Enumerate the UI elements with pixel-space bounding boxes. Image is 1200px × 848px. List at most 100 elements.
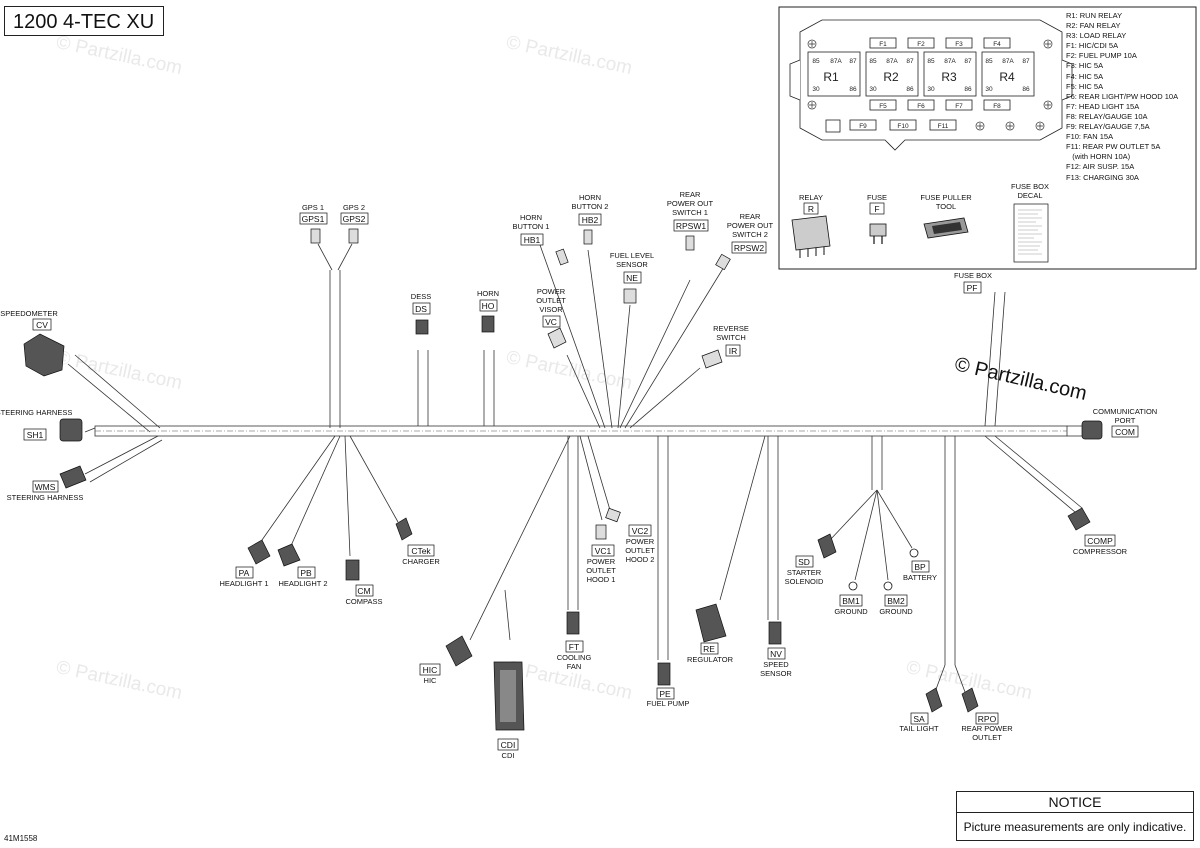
svg-text:OUTLET: OUTLET [586,566,616,575]
fuse-legend-item: F7: HEAD LIGHT 15A [1066,101,1140,111]
connector-hic[interactable]: HIC HIC [419,635,473,685]
fuse-row-bottom: F9 F10 F11 [825,119,957,133]
connector-horn-button-2[interactable]: HORN BUTTON 2 HB2 [572,193,609,245]
connector-rear-power-outlet[interactable]: RPO REAR POWER OUTLET [961,687,1013,742]
connector-compressor[interactable]: COMP COMPRESSOR [1067,507,1128,556]
connector-cdi[interactable]: CDI CDI [493,661,525,760]
connector-horn[interactable]: HORN HO [477,289,499,333]
fuse-legend-item: (with HORN 10A) [1066,152,1131,162]
connector-ground-bm1[interactable]: BM1 GROUND [834,581,868,616]
connector-charger[interactable]: CTek CHARGER [395,517,440,566]
svg-text:R1: R1 [823,70,839,84]
svg-text:PF: PF [967,283,978,293]
svg-text:87: 87 [1022,58,1030,65]
svg-text:TAIL LIGHT: TAIL LIGHT [899,724,939,733]
connector-regulator[interactable]: RE REGULATOR [687,603,734,664]
connector-fuse-box[interactable]: FUSE BOX PF [954,271,992,294]
svg-text:STARTER: STARTER [787,568,822,577]
connector-ground-bm2[interactable]: BM2 GROUND [879,581,913,616]
fuse-legend-item: F12: AIR SUSP. 15A [1066,162,1135,172]
svg-text:FAN: FAN [567,662,582,671]
connector-tail-light[interactable]: SA TAIL LIGHT [899,687,943,733]
connector-headlight-1[interactable]: PA HEADLIGHT 1 [219,539,271,588]
svg-text:86: 86 [849,86,857,93]
connector-steering-harness-sh1[interactable]: STEERING HARNESS SH1 [0,408,83,442]
svg-text:REAR: REAR [680,190,701,199]
svg-text:GROUND: GROUND [834,607,868,616]
svg-text:F8: F8 [993,103,1001,110]
relay-r4: 85 87A 87 R4 30 86 [981,51,1035,97]
svg-text:STEERING HARNESS: STEERING HARNESS [0,408,72,417]
connector-horn-button-1[interactable]: HORN BUTTON 1 HB1 [513,213,569,266]
connector-headlight-2[interactable]: PB HEADLIGHT 2 [277,543,328,588]
svg-text:85: 85 [869,58,877,65]
svg-text:FUSE PULLER: FUSE PULLER [920,193,972,202]
connector-fuel-level-sensor[interactable]: FUEL LEVEL SENSOR NE [610,251,654,304]
fuse-legend-item: F3: HIC 5A [1066,61,1104,71]
connector-fuel-pump[interactable]: PE FUEL PUMP [647,662,690,708]
svg-text:SWITCH 1: SWITCH 1 [672,208,708,217]
svg-text:F7: F7 [955,103,963,110]
connector-speed-sensor[interactable]: NV SPEED SENSOR [760,621,792,678]
svg-text:FUSE BOX: FUSE BOX [1011,182,1049,191]
svg-text:HB2: HB2 [582,215,599,225]
fuse-legend-item: F1: HIC/CDI 5A [1066,41,1119,51]
fuse-legend-item: F2: FUEL PUMP 10A [1066,51,1137,61]
svg-text:HIC: HIC [423,665,438,675]
svg-text:GPS 1: GPS 1 [302,203,324,212]
fuse-row-middle: F5 F6 F7 F8 [869,99,1011,111]
svg-text:F2: F2 [917,41,925,48]
svg-text:COM: COM [1115,427,1135,437]
connector-steering-harness-wms[interactable]: WMS STEERING HARNESS [7,465,87,502]
svg-text:HO: HO [482,301,495,311]
fuse-legend-item: F11: REAR PW OUTLET 5A [1066,142,1161,152]
svg-text:HEADLIGHT 1: HEADLIGHT 1 [219,579,268,588]
connector-compass[interactable]: CM COMPASS [346,559,383,606]
svg-text:87: 87 [906,58,914,65]
svg-text:BUTTON 1: BUTTON 1 [513,222,550,231]
svg-text:VC2: VC2 [632,526,649,536]
connector-starter-solenoid[interactable]: SD STARTER SOLENOID [785,533,837,586]
svg-text:SWITCH: SWITCH [716,333,746,342]
connector-gps2[interactable]: GPS 2 GPS2 [340,203,369,244]
svg-text:85: 85 [812,58,820,65]
svg-text:HOOD 1: HOOD 1 [587,575,616,584]
svg-text:86: 86 [964,86,972,93]
connector-rear-power-out-switch-2[interactable]: REAR POWER OUT SWITCH 2 RPSW2 [715,212,774,271]
svg-text:COMPASS: COMPASS [346,597,383,606]
svg-text:SENSOR: SENSOR [760,669,792,678]
fuse-legend-item: F10: FAN 15A [1066,132,1114,142]
connector-battery[interactable]: BP BATTERY [903,548,937,582]
connector-communication-port[interactable]: COMMUNICATION PORT COM [1081,407,1157,440]
svg-text:GROUND: GROUND [879,607,913,616]
svg-text:BP: BP [914,562,926,572]
svg-text:SENSOR: SENSOR [616,260,648,269]
svg-text:CDI: CDI [502,751,515,760]
connector-speedometer[interactable]: SPEEDOMETER CV [0,309,65,377]
connector-dess[interactable]: DESS DS [411,292,431,335]
fuse-legend-item: F13: CHARGING 30A [1066,172,1139,182]
svg-text:VISOR: VISOR [539,305,563,314]
svg-text:BUTTON 2: BUTTON 2 [572,202,609,211]
svg-text:REGULATOR: REGULATOR [687,655,734,664]
kit-fuse-box-decal: FUSE BOX DECAL [1011,182,1049,263]
svg-text:F11: F11 [938,123,949,130]
svg-text:VC: VC [545,317,557,327]
svg-text:TOOL: TOOL [936,202,956,211]
connector-power-outlet-hood-2[interactable]: VC2 POWER OUTLET HOOD 2 [605,507,656,564]
svg-text:HORN: HORN [579,193,601,202]
svg-text:REVERSE: REVERSE [713,324,749,333]
connector-power-outlet-visor[interactable]: POWER OUTLET VISOR VC [536,287,567,349]
svg-text:STEERING HARNESS: STEERING HARNESS [7,493,84,502]
svg-text:GPS 2: GPS 2 [343,203,365,212]
connector-cooling-fan[interactable]: FT COOLING FAN [557,611,592,671]
connector-rear-power-out-switch-1[interactable]: REAR POWER OUT SWITCH 1 RPSW1 [667,190,714,251]
svg-text:WMS: WMS [35,482,56,492]
connector-reverse-switch[interactable]: REVERSE SWITCH IR [701,324,749,369]
svg-text:OUTLET: OUTLET [536,296,566,305]
connector-power-outlet-hood-1[interactable]: VC1 POWER OUTLET HOOD 1 [586,524,616,584]
connector-gps1[interactable]: GPS 1 GPS1 [299,203,328,244]
svg-text:RE: RE [703,644,715,654]
svg-text:HEADLIGHT 2: HEADLIGHT 2 [278,579,327,588]
